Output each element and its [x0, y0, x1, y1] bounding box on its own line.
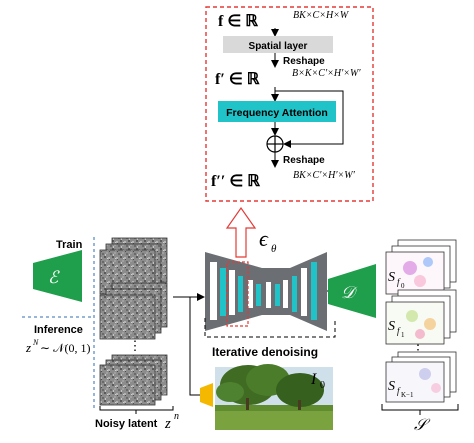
output-brace	[381, 404, 459, 415]
noisy-latent-label: Noisy latent	[95, 418, 158, 430]
reshape-label-2: Reshape	[283, 155, 325, 166]
noisy-latent-stack-3	[99, 354, 168, 406]
latent-brace	[99, 406, 174, 414]
output-stack-0	[385, 239, 457, 295]
z-prior-label: z	[25, 340, 31, 355]
encoder-block: ℰ	[33, 250, 82, 302]
noisy-latent-stack-2	[99, 282, 168, 340]
inference-label: Inference	[34, 324, 83, 336]
s1-label: S	[388, 319, 395, 334]
output-stack-k	[385, 351, 457, 403]
iterative-denoising-label: Iterative denoising	[212, 345, 318, 359]
reshape-label-1: Reshape	[283, 56, 325, 67]
sk-label: S	[388, 379, 395, 394]
encoder-label: ℰ	[48, 268, 60, 287]
f-label-superscript: BK×C×H×W	[293, 10, 350, 21]
f-dprime-superscript: BK×C′×H′×W′	[293, 170, 356, 181]
z-prior-superscript: N	[32, 338, 39, 347]
zoom-up-arrow	[225, 206, 257, 258]
z-prior-distribution: ∼ 𝒩(0, 1)	[40, 341, 91, 355]
image-label: I	[310, 371, 317, 388]
epsilon-label: ϵ	[259, 226, 269, 251]
s0-label: S	[388, 270, 395, 285]
f-label: f ∈ ℝ	[218, 13, 258, 30]
s0-subsubscript: 0	[401, 282, 405, 290]
frequency-attention-box	[218, 101, 336, 122]
epsilon-subscript: θ	[271, 243, 277, 255]
frequency-attention-label: Frequency Attention	[226, 107, 328, 119]
s1-subsubscript: 1	[401, 331, 405, 339]
unet-highlight-box	[226, 261, 249, 327]
decoder-label: 𝒟	[341, 283, 358, 302]
f-prime-label: f′ ∈ ℝ	[215, 71, 260, 88]
image-encoder-icon	[200, 383, 213, 407]
unet-block	[205, 252, 327, 331]
z-n-superscript: n	[174, 411, 179, 422]
f-prime-superscript: B×K×C′×H′×W′	[292, 68, 361, 79]
residual-add-icon	[266, 135, 284, 153]
sk-subscript: f	[397, 386, 401, 396]
set-label: 𝒮	[414, 417, 431, 434]
output-stack-1	[385, 289, 457, 345]
spatial-layer-box	[223, 36, 333, 53]
sk-subsubscript: K−1	[401, 391, 414, 399]
noisy-latent-stack-1	[99, 237, 168, 295]
s1-subscript: f	[397, 326, 401, 336]
f-dprime-label: f′′ ∈ ℝ	[211, 173, 260, 190]
z-n-label: z	[164, 416, 171, 432]
latent-dots: ⋮	[129, 338, 142, 353]
spatial-layer-label: Spatial layer	[249, 41, 308, 52]
detail-box: f ∈ ℝ BK×C×H×W Spatial layer Reshape f′ …	[205, 6, 374, 202]
s0-subscript: f	[397, 277, 401, 287]
image-label-subscript: 0	[320, 380, 325, 391]
tree-image	[215, 364, 333, 430]
train-label: Train	[56, 239, 83, 251]
denoising-loop	[204, 318, 336, 338]
decoder-block: 𝒟	[328, 264, 376, 318]
